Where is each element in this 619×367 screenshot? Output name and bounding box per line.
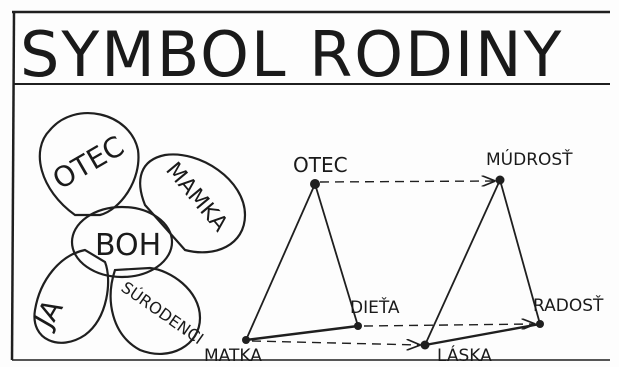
petal-label-ja: JA xyxy=(26,294,69,336)
arrow-dieta-radost xyxy=(363,324,534,326)
petal-mamka xyxy=(139,153,247,254)
label-laska: LÁSKA xyxy=(437,344,492,366)
frame xyxy=(10,10,610,361)
node-matka xyxy=(242,336,250,344)
label-dieta: DIEŤA xyxy=(350,296,400,318)
arrow-matka-laska xyxy=(251,341,419,345)
edge-matka-dieta xyxy=(245,324,359,342)
flower: BOH OTEC MAMKA JA SÚRODENCI xyxy=(26,112,247,355)
node-radost xyxy=(536,320,544,328)
petal-ja xyxy=(33,248,110,344)
petal-label-mamka: MAMKA xyxy=(160,158,232,237)
petal-surodenci xyxy=(109,266,202,355)
node-laska xyxy=(420,340,430,350)
node-otec xyxy=(310,179,320,189)
triangles: OTEC MÚDROSŤ DIEŤA RADOSŤ MATKA LÁSKA xyxy=(204,148,604,366)
flower-center xyxy=(70,205,174,279)
edge-laska-radost xyxy=(424,322,541,347)
flower-center-label: BOH xyxy=(95,228,161,263)
label-mudrost: MÚDROSŤ xyxy=(486,148,573,170)
edge-mudrost-radost xyxy=(499,179,541,325)
label-radost: RADOSŤ xyxy=(533,294,604,316)
petal-label-otec: OTEC xyxy=(47,129,130,196)
edge-mudrost-laska xyxy=(424,179,501,346)
edge-otec-dieta xyxy=(314,183,359,327)
label-matka: MATKA xyxy=(204,346,262,366)
arrow-otec-mudrost xyxy=(319,181,494,182)
node-mudrost xyxy=(495,175,505,185)
petal-label-surodenci: SÚRODENCI xyxy=(118,278,207,349)
edge-otec-matka xyxy=(245,183,316,341)
title: SYMBOL RODINY xyxy=(20,18,563,91)
petal-otec xyxy=(38,112,140,217)
label-otec: OTEC xyxy=(293,153,348,177)
node-dieta xyxy=(354,322,362,330)
